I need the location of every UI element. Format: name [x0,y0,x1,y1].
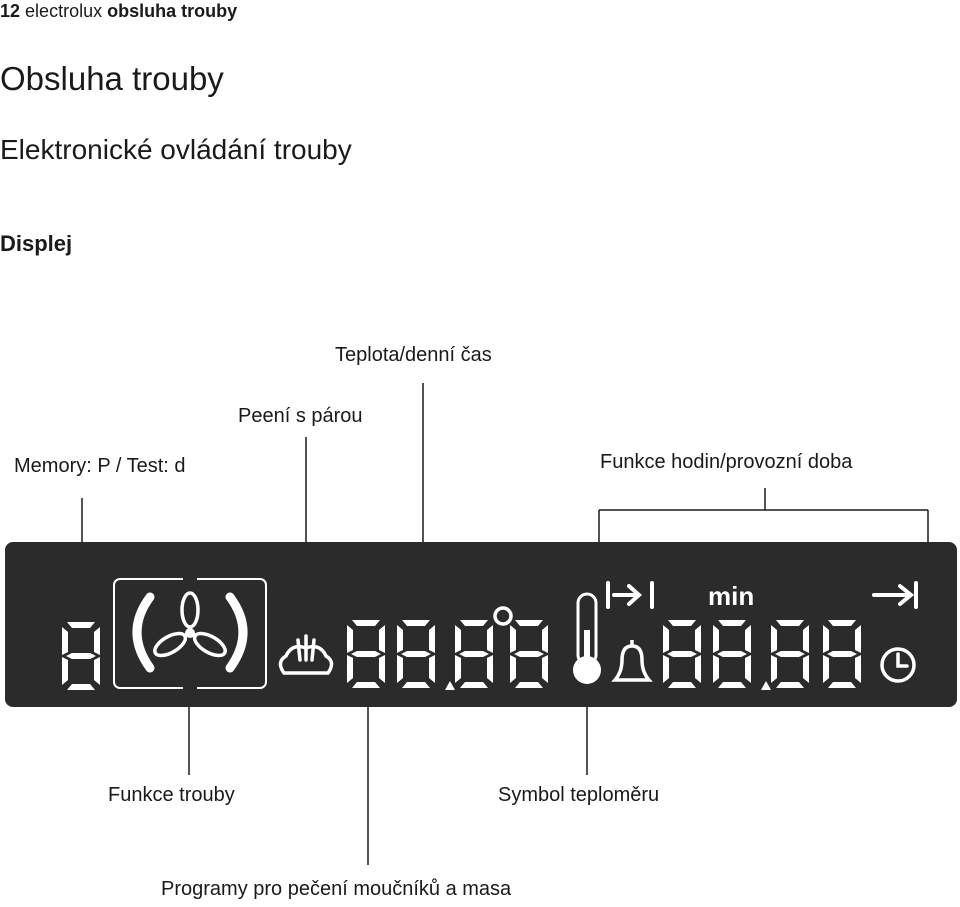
steam-icon [278,634,334,675]
label-temperature-time: Teplota/denní čas [335,344,492,366]
end-time-icon [872,581,918,609]
start-time-icon [606,581,654,609]
time-digits [663,620,861,690]
section-name: obsluha trouby [107,1,238,21]
min-label: min [708,581,754,611]
page-header: 12 electrolux obsluha trouby [0,1,237,22]
oven-function-icon [113,575,267,693]
label-oven-function: Funkce trouby [108,784,235,806]
thermometer-icon [573,592,601,684]
leader-lines [81,383,929,865]
temperature-digits [347,606,548,690]
page-number: 12 [0,1,21,21]
label-steam: Peení s párou [238,405,363,427]
label-programs: Programy pro pečení moučníků a masa [161,878,512,900]
label-thermometer-symbol: Symbol teploměru [498,784,660,806]
page-subtitle: Elektronické ovládání trouby [0,134,352,165]
section-heading: Displej [0,231,73,256]
brand-name: electrolux [25,1,103,21]
label-memory-test: Memory: P / Test: d [14,455,186,477]
clock-icon [880,647,916,683]
label-clock-functions: Funkce hodin/provozní doba [600,451,853,473]
page-title: Obsluha trouby [0,60,224,97]
bell-icon [611,640,653,682]
